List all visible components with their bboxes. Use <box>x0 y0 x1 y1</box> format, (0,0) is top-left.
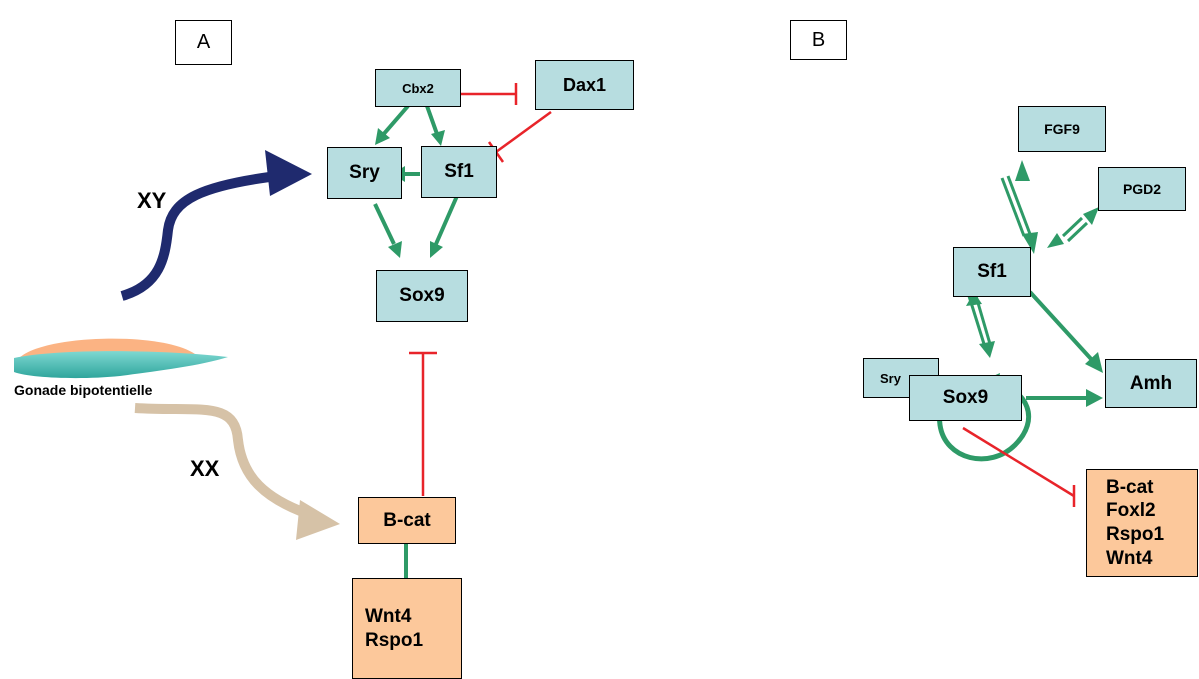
node-wnt4-rspo1: Wnt4 Rspo1 <box>352 578 462 679</box>
node-pgd2: PGD2 <box>1098 167 1186 211</box>
xy-arrow <box>120 150 312 301</box>
gene-bcat: B-cat <box>1106 476 1154 498</box>
xy-label: XY <box>137 188 167 213</box>
gene-wnt4-b: Wnt4 <box>1106 547 1153 569</box>
xx-label: XX <box>190 456 220 481</box>
node-sox9-b: Sox9 <box>909 375 1022 421</box>
node-sf1-b: Sf1 <box>953 247 1031 297</box>
repression-arrows-b <box>962 426 1076 507</box>
panel-a-label: A <box>175 20 232 65</box>
gene-rspo1-b: Rspo1 <box>1106 524 1165 545</box>
node-cbx2: Cbx2 <box>375 69 461 107</box>
gene-rspo1: Rspo1 <box>365 629 424 651</box>
gonad-illustration <box>14 338 228 379</box>
panel-b-label: B <box>790 20 847 60</box>
node-fgf9: FGF9 <box>1018 106 1106 152</box>
node-sry: Sry <box>327 147 402 199</box>
node-dax1: Dax1 <box>535 60 634 110</box>
node-repressed-genes: B-cat Foxl2 Rspo1 Wnt4 <box>1086 469 1198 577</box>
gene-wnt4: Wnt4 <box>365 605 412 627</box>
repression-arrows-a <box>409 83 552 496</box>
gene-foxl2: Foxl2 <box>1106 500 1156 522</box>
node-amh: Amh <box>1105 359 1197 408</box>
node-bcat: B-cat <box>358 497 456 544</box>
node-sf1: Sf1 <box>421 146 497 198</box>
node-sox9: Sox9 <box>376 270 468 322</box>
xx-arrow <box>134 403 340 540</box>
gonad-label: Gonade bipotentielle <box>14 382 153 398</box>
